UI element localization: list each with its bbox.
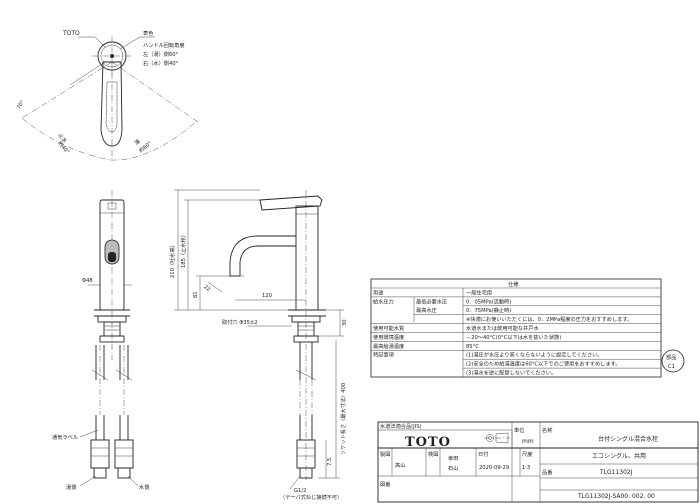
model-label: 品番	[542, 469, 553, 476]
brand-logo: TOTO	[405, 435, 451, 450]
hot-fitting	[90, 439, 110, 469]
scale-value: 1:3	[522, 465, 530, 471]
spec-cell: 0．75MPa(静止時)	[466, 306, 511, 314]
spec-cell: (1)湯圧が水圧より高くならないように設定してください。	[466, 351, 603, 359]
model-value: TLG11302J	[599, 469, 633, 476]
side-lever	[259, 195, 323, 211]
cold-water-label: 水側	[139, 483, 149, 491]
dim-120: 120	[262, 293, 272, 299]
angle-70: 70°	[16, 99, 26, 110]
spec-cell: (2)安全のため給湯温度は60°C以下でのご使用をおすすめします。	[466, 360, 621, 368]
unit-value: mm	[522, 438, 534, 445]
dim-81: 81	[193, 291, 199, 298]
spec-cell: 使用可能水質	[373, 324, 404, 332]
title-block: 水道法適合品(JIS) TOTO 単位 mm 名称 台付シングル混合水栓 エコシ…	[377, 421, 699, 503]
top-lever	[100, 61, 123, 147]
spec-cell: 特記事項	[373, 351, 395, 359]
socket-dim: ソケット長さ（最大寸法）400	[339, 383, 347, 455]
parts-stamp: 部品 C1	[661, 349, 685, 373]
spec-cell: 一般住宅用	[466, 288, 492, 296]
scale-label: 尺度	[522, 450, 532, 458]
side-spout	[229, 235, 296, 277]
product-subtitle: エコシングル、共用	[592, 452, 646, 460]
spec-cell: ※快適にお使いいただくには、0．2MPa程度の圧力をおすすめします。	[466, 315, 632, 323]
thread-label: G1/2	[294, 488, 306, 494]
hose-label: 通気ラベル	[52, 433, 78, 441]
spec-cell: 最高水圧	[416, 306, 437, 314]
mount-hole: 取付穴 Φ35±2	[222, 318, 258, 326]
drawing-no-label: 図番	[380, 481, 391, 488]
projection-symbol	[484, 432, 510, 444]
stamp-line2: C1	[668, 364, 675, 370]
spec-cell: 給水圧力	[373, 297, 394, 305]
dim-210: 210（吐水高）	[168, 242, 176, 278]
spec-cell: (3)湯水を逆に配管しないでください。	[466, 369, 556, 377]
checker1: 幸田	[448, 455, 458, 462]
product-name: 台付シングル混合水栓	[598, 435, 658, 443]
side-body	[295, 205, 319, 311]
dim-7-5: 7.5	[327, 458, 333, 466]
swing-arc	[21, 117, 199, 161]
dim-22: 22	[202, 284, 211, 293]
spec-cell: 用途	[373, 288, 384, 296]
front-view: Φ48 通気ラベル 湯側 水側	[52, 190, 149, 491]
spec-cell: 使用環境温度	[373, 333, 404, 341]
unit-label: 単位	[514, 426, 524, 434]
dia-label: Φ48	[82, 278, 93, 284]
handle-left: 左（湯）側60°	[143, 50, 179, 58]
checker2: 石山	[448, 464, 458, 472]
hot-label: 湯	[133, 137, 142, 146]
checked-label: 検図	[428, 450, 438, 458]
name-label: 名称	[542, 426, 552, 434]
color-label: 表色	[143, 29, 153, 37]
handle-angle-title: ハンドル回転角度	[143, 41, 185, 49]
spec-cell: 最低必要水圧	[416, 297, 447, 305]
spec-cell: 水道水または飲用可能な井戸水	[466, 324, 539, 332]
drawn-label: 製図	[380, 450, 390, 458]
date-value: 2020-09-29	[479, 465, 509, 471]
drawing-no: TLG11302J-SA00. 002. 00	[577, 493, 655, 500]
side-view: 210（吐水高） 185（止水栓） 81 120 22 取付穴 Φ35±2 30…	[168, 189, 348, 501]
spec-title: 仕様	[508, 280, 519, 288]
hot-water-label: 湯側	[66, 483, 76, 491]
standard-label: 水道法適合品(JIS)	[380, 422, 422, 430]
stamp-line1: 部品	[666, 353, 676, 361]
spec-cell: 0．05MPa(流動時)	[466, 297, 511, 305]
spec-cell: －20～40°C(0°C以下は水を抜いた状態)	[466, 333, 561, 341]
dim-30: 30	[342, 319, 348, 326]
drawn-by: 高山	[395, 461, 405, 469]
top-view: TOTO 表色 ハンドル回転角度 左（湯）側60° 右（水）側40° 70° 止…	[16, 29, 199, 161]
handle-right: 右（水）側40°	[143, 59, 179, 67]
spec-cell: 最高給湯温度	[373, 342, 404, 350]
thread-note: （テーパ式ねじ接続不可）	[280, 493, 342, 501]
dim-185: 185（止水栓）	[179, 232, 187, 268]
toto-label: TOTO	[62, 30, 80, 37]
date-label: 日付	[478, 450, 488, 458]
spec-cell: 85°C	[466, 344, 479, 350]
cold-fitting	[114, 439, 134, 469]
